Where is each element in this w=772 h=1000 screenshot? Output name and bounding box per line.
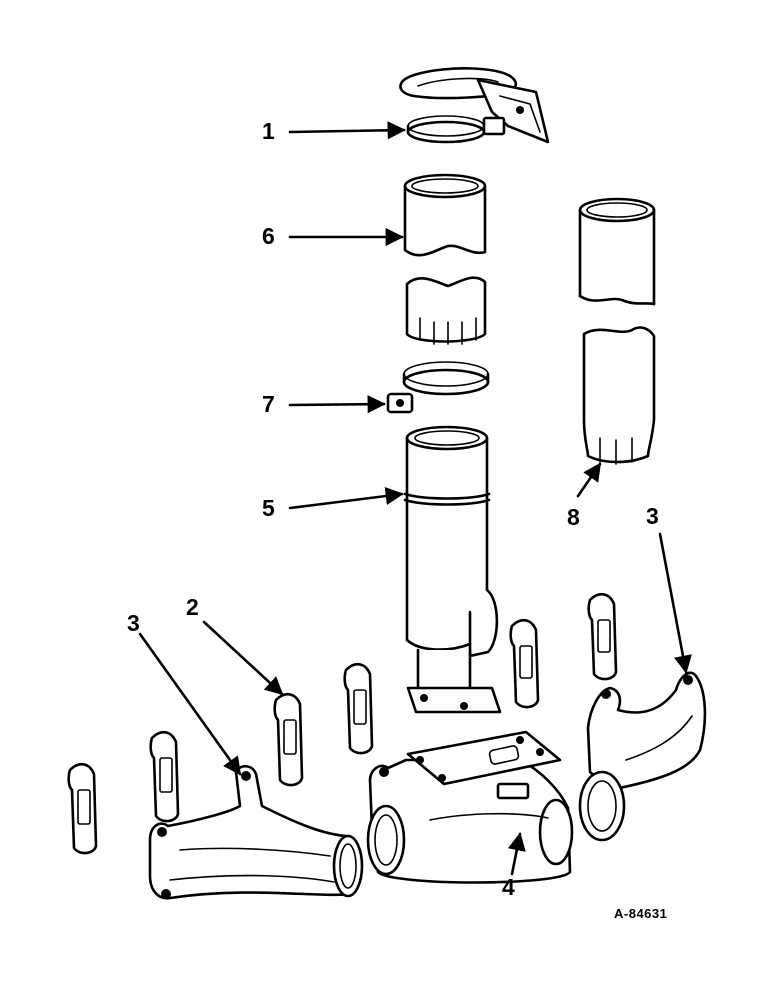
callout-5: 5 xyxy=(262,495,275,521)
figure-reference-code: A-84631 xyxy=(614,906,668,921)
callout-3-right: 3 xyxy=(646,503,659,529)
gasket-6 xyxy=(587,592,618,681)
callout-3-left: 3 xyxy=(127,610,140,636)
manifold-end-right xyxy=(578,671,707,842)
gasket-1 xyxy=(67,762,98,855)
gasket-3 xyxy=(273,692,304,787)
callout-1: 1 xyxy=(262,118,275,144)
leader-lines xyxy=(138,121,692,876)
pipe-part-8 xyxy=(578,197,656,465)
clamp-part-1 xyxy=(406,115,506,144)
callout-8: 8 xyxy=(567,504,580,530)
manifold-end-left xyxy=(148,764,364,900)
callout-7: 7 xyxy=(262,391,275,417)
manifold-center xyxy=(366,730,574,884)
pipe-part-6 xyxy=(403,173,487,345)
callout-4: 4 xyxy=(502,874,515,900)
rain-cap xyxy=(399,67,550,144)
clamp-part-7 xyxy=(386,361,490,414)
callout-6: 6 xyxy=(262,223,275,249)
gasket-5 xyxy=(509,618,540,709)
gasket-4 xyxy=(343,662,374,755)
gasket-2 xyxy=(149,730,180,823)
pipe-part-5 xyxy=(403,425,502,714)
callout-2: 2 xyxy=(186,594,199,620)
